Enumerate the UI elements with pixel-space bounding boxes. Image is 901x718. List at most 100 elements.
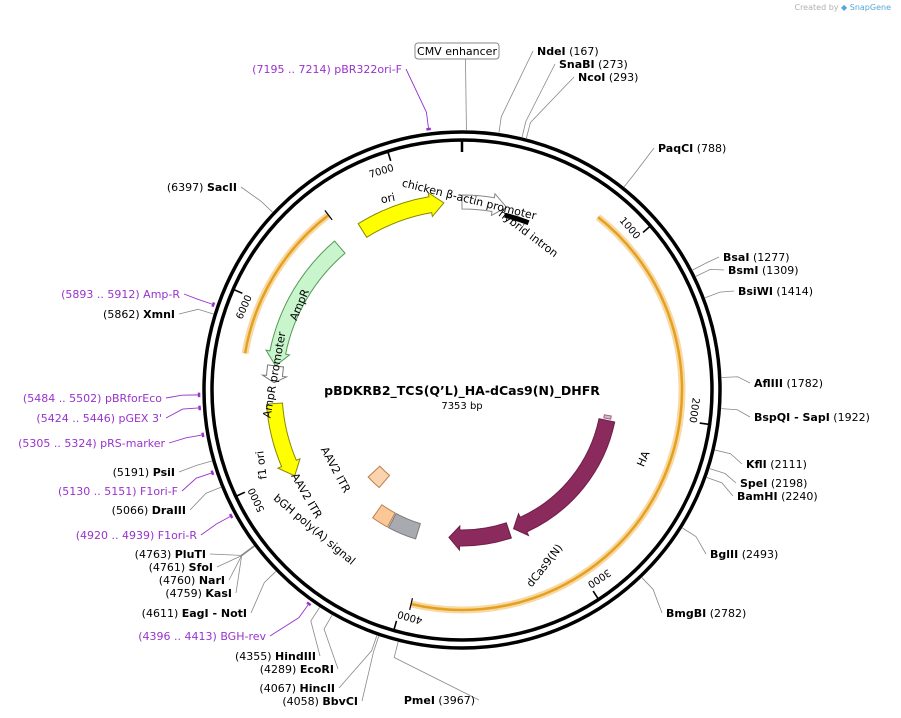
plasmid-size: 7353 bp (441, 401, 482, 412)
feature-ha[interactable] (603, 414, 612, 420)
primer-line (183, 293, 215, 306)
tick-mark (393, 620, 398, 630)
site-label-sacii[interactable]: (6397) SacII (167, 181, 237, 194)
site-line (706, 477, 734, 497)
primer-mark (201, 432, 205, 438)
site-label-snabi[interactable]: SnaBI (273) (559, 58, 628, 71)
primer-label[interactable]: (5484 .. 5502) pBRforEco (23, 392, 162, 405)
tick-mark (592, 590, 599, 599)
feature-label-ecdhfr: ecDHFR (364, 575, 409, 607)
site-label-afliii[interactable]: AflIII (1782) (754, 377, 823, 390)
site-label-ncoi[interactable]: NcoI (293) (578, 71, 638, 84)
plasmid-name: pBDKRB2_TCS(Q’L)_HA-dCas9(N)_DHFR (324, 383, 600, 399)
site-line (682, 527, 707, 555)
site-label-bmgbi[interactable]: BmgBI (2782) (666, 607, 746, 620)
callout-line (465, 57, 467, 131)
primer-label[interactable]: (5424 .. 5446) pGEX 3' (36, 412, 162, 425)
site-label-hincii[interactable]: (4067) HincII (259, 682, 335, 695)
site-line (189, 486, 222, 511)
primer-line (405, 68, 430, 131)
site-line (338, 635, 378, 689)
feature-aav2-itr[interactable] (371, 504, 396, 528)
feature-label-ha: HA (634, 449, 652, 469)
tick-label: 2000 (686, 397, 700, 424)
feature-ampr[interactable] (265, 240, 346, 367)
feature-f1-ori[interactable] (265, 402, 301, 477)
primer-label[interactable]: (5130 .. 5151) F1ori-F (58, 485, 178, 498)
site-line (714, 449, 743, 465)
tick-label: 4000 (396, 608, 423, 626)
tick-label: 5000 (247, 486, 268, 514)
snapgene-credit: Created by ◆ SnapGene (794, 3, 891, 12)
site-label-sfoi[interactable]: (4761) SfoI (149, 561, 213, 574)
primer-line (168, 434, 204, 444)
site-label-psii[interactable]: (5191) PsiI (113, 466, 175, 479)
site-line (521, 63, 556, 138)
site-line (310, 607, 321, 657)
site-label-bsmi[interactable]: BsmI (1309) (728, 264, 799, 277)
primer-line (269, 602, 310, 637)
feature-ori[interactable] (357, 191, 445, 238)
site-label-spei[interactable]: SpeI (2198) (740, 477, 807, 490)
site-label-draiii[interactable]: (5066) DraIII (112, 504, 186, 517)
site-line (393, 641, 480, 701)
site-line (704, 290, 735, 299)
primer-label[interactable]: (7195 .. 7214) pBR322ori-F (252, 63, 402, 76)
feature-label-ampr-promoter: AmpR promoter (261, 330, 289, 419)
site-label-bsiwi[interactable]: BsiWI (1414) (738, 285, 813, 298)
site-label-pmei[interactable]: PmeI (3967) (404, 694, 475, 707)
primer-label[interactable]: (4920 .. 4939) F1ori-R (76, 529, 198, 542)
site-label-bamhi[interactable]: BamHI (2240) (737, 490, 818, 503)
tick-mark (233, 288, 243, 295)
site-line (623, 147, 655, 187)
site-label-eagi-noti[interactable]: (4611) EagI - NotI (142, 607, 247, 620)
site-line (695, 268, 725, 277)
site-line (323, 614, 339, 670)
site-label-kasi[interactable]: (4759) KasI (165, 587, 232, 600)
site-line (641, 577, 663, 614)
site-label-ndei[interactable]: NdeI (167) (537, 45, 599, 58)
feature-dcas9-n[interactable] (512, 418, 616, 537)
callout-box (414, 42, 500, 60)
site-label-ecori[interactable]: (4289) EcoRI (260, 663, 334, 676)
callout-label[interactable]: CMV enhancer (417, 45, 497, 58)
feature-label-f1-ori: f1 ori (253, 450, 269, 480)
site-line (361, 636, 380, 702)
features (260, 191, 616, 552)
orange-arc-glow (410, 214, 686, 614)
site-label-pluti[interactable]: (4763) PluTI (135, 548, 206, 561)
feature-label-dcas9-n: dCas9(N) (524, 542, 566, 590)
site-label-bbvci[interactable]: (4058) BbvCI (282, 695, 358, 708)
site-line (178, 460, 212, 473)
orange-arc-end-tick (409, 598, 414, 610)
feature-ecdhfr[interactable] (448, 522, 512, 552)
site-label-bspqi-sapi[interactable]: BspQI - SapI (1922) (754, 411, 870, 424)
tick-mark (642, 225, 651, 234)
site-label-kfli[interactable]: KflI (2111) (746, 458, 807, 471)
primer-label[interactable]: (5305 .. 5324) pRS-marker (18, 437, 165, 450)
feature-bgh-poly-a-signal[interactable] (387, 512, 421, 540)
feature-chicken-actin-promoter[interactable] (461, 192, 508, 217)
primer-label[interactable]: (4396 .. 4413) BGH-rev (138, 630, 266, 643)
feature-ampr-promoter[interactable] (260, 364, 289, 384)
primer-label[interactable]: (5893 .. 5912) Amp-R (61, 288, 180, 301)
callout: CMV enhancer (414, 42, 500, 131)
site-label-paqci[interactable]: PaqCI (788) (658, 142, 726, 155)
primer-mark (211, 302, 216, 308)
orange-arc (410, 216, 684, 612)
site-label-nari[interactable]: (4760) NarI (159, 574, 225, 587)
site-label-hindiii[interactable]: (4355) HindIII (235, 650, 316, 663)
site-label-bsai[interactable]: BsaI (1277) (723, 251, 790, 264)
site-label-bglii[interactable]: BglII (2493) (710, 548, 778, 561)
site-line (250, 571, 277, 614)
site-line (498, 50, 534, 133)
site-line (526, 76, 575, 139)
site-line (721, 408, 751, 418)
site-label-xmni[interactable]: (5862) XmnI (103, 308, 175, 321)
site-line (721, 376, 751, 384)
feature-label-ori: ori (380, 191, 397, 207)
feature-hybrid-intron[interactable] (504, 212, 530, 226)
site-line (216, 545, 255, 568)
feature-aav2-itr[interactable] (367, 465, 391, 489)
